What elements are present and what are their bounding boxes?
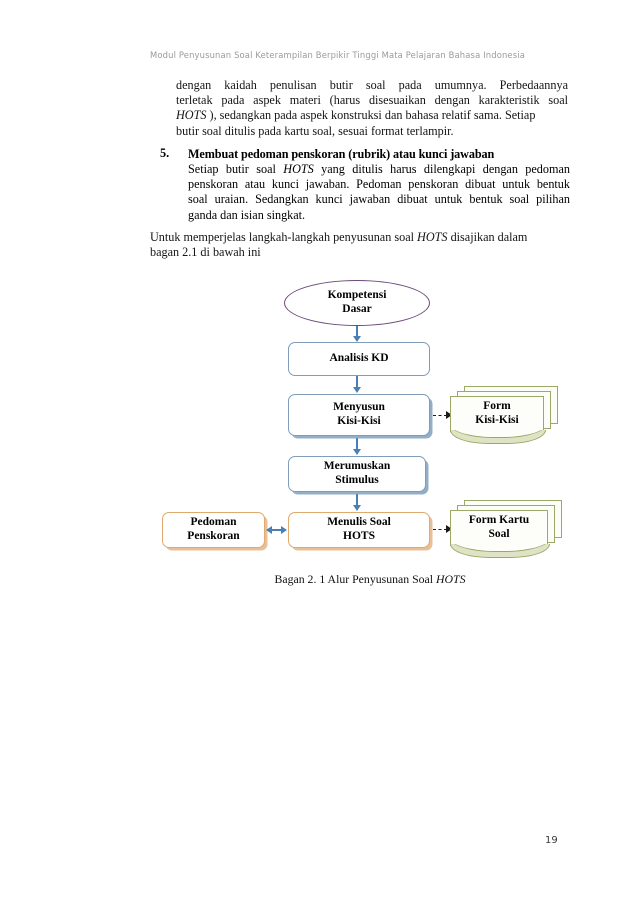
flow-node-label: Menyusun Kisi-Kisi <box>333 401 385 428</box>
paragraph-line-text: yang ditulis harus dilengkapi dengan ped… <box>313 162 570 176</box>
emphasis-hots: HOTS <box>436 572 466 586</box>
connector-line <box>271 529 283 531</box>
flow-node-label: Form Kartu Soal <box>469 514 529 541</box>
connector-line-dashed <box>433 529 447 530</box>
flow-node-label: Pedoman Penskoran <box>187 516 239 543</box>
paragraph-line: HOTS ), sedangkan pada aspek konstruksi … <box>176 108 568 123</box>
flow-node-label: Merumuskan Stimulus <box>324 460 390 487</box>
flow-node-menulis-soal-hots: Menulis Soal HOTS <box>288 512 430 548</box>
paragraph-line: penskoran atau kunci jawaban. Pedoman pe… <box>188 177 570 192</box>
flow-node-kompetensi-dasar: Kompetensi Dasar <box>284 280 430 326</box>
arrow-head-left-icon <box>266 525 272 534</box>
list-item-5: 5. Membuat pedoman penskoran (rubrik) at… <box>160 146 570 223</box>
flow-node-label-line2: Stimulus <box>335 474 379 486</box>
arrow-head-down-icon <box>352 505 361 511</box>
flow-node-menyusun-kisi-kisi: Menyusun Kisi-Kisi <box>288 394 430 436</box>
running-header: Modul Penyusunan Soal Keterampilan Berpi… <box>150 50 526 60</box>
flow-node-label-line2: Soal <box>488 528 510 540</box>
paragraph-intro-diagram: Untuk memperjelas langkah-langkah penyus… <box>150 230 570 260</box>
flow-node-label-line1: Pedoman <box>190 516 237 529</box>
flow-node-merumuskan-stimulus: Merumuskan Stimulus <box>288 456 426 492</box>
list-item-body: Membuat pedoman penskoran (rubrik) atau … <box>188 146 570 223</box>
flow-node-label-line1: Menyusun <box>333 401 385 414</box>
flow-node-form-kisi-kisi: Form Kisi-Kisi <box>450 386 560 444</box>
paragraph-line-text: disajikan dalam <box>447 230 528 244</box>
flow-node-label-line1: Menulis Soal <box>327 516 391 529</box>
flow-node-form-kartu-soal: Form Kartu Soal <box>450 500 565 558</box>
arrow-head-down-icon <box>352 336 361 342</box>
flow-node-label: Kompetensi Dasar <box>328 289 387 316</box>
flow-node-label-line2: Dasar <box>342 303 372 315</box>
flow-node-label: Analisis KD <box>329 352 389 365</box>
arrow-head-down-icon <box>352 449 361 455</box>
connector-line <box>356 438 358 452</box>
flow-node-label-line1: Form Kartu <box>468 514 530 527</box>
flow-node-label-line2: HOTS <box>343 530 375 542</box>
paragraph-line-text: Untuk memperjelas langkah-langkah penyus… <box>150 230 418 244</box>
document-wavy-edge <box>450 430 546 444</box>
page-number: 19 <box>545 835 558 846</box>
connector-line-dashed <box>433 415 447 416</box>
paragraph-line: bagan 2.1 di bawah ini <box>150 245 261 260</box>
paragraph-line: Setiap butir soal HOTS yang ditulis haru… <box>188 162 570 177</box>
document-sheet-front: Form Kartu Soal <box>450 510 548 546</box>
figure-caption: Bagan 2. 1 Alur Penyusunan Soal HOTS <box>150 572 590 587</box>
arrow-head-right-icon <box>281 525 287 534</box>
arrow-head-right-icon <box>446 524 452 533</box>
paragraph-line: ganda dan isian singkat. <box>188 207 306 222</box>
flow-node-pedoman-penskoran: Pedoman Penskoran <box>162 512 265 548</box>
paragraph-line-text: Setiap butir soal <box>188 162 284 176</box>
figure-caption-prefix: Bagan 2. 1 Alur Penyusunan Soal <box>274 572 437 586</box>
document-sheet-front: Form Kisi-Kisi <box>450 396 544 432</box>
paragraph-line: Untuk memperjelas langkah-langkah penyus… <box>150 230 570 245</box>
flow-node-label-line1: Form <box>483 400 511 413</box>
paragraph-line-text: ), sedangkan pada aspek konstruksi dan b… <box>206 108 536 123</box>
paragraph-line: soal uraian. Sedangkan kunci jawaban dib… <box>188 192 570 207</box>
arrow-head-right-icon <box>446 410 452 419</box>
paragraph-continuation: dengan kaidah penulisan butir soal pada … <box>176 78 568 139</box>
flow-node-label-line2: Kisi-Kisi <box>475 414 519 426</box>
flow-node-label-line1: Kompetensi <box>327 289 387 302</box>
emphasis-hots: HOTS <box>417 230 448 244</box>
list-item-text: Setiap butir soal HOTS yang ditulis haru… <box>188 162 570 223</box>
paragraph-line: butir soal ditulis pada kartu soal, sesu… <box>176 123 454 138</box>
emphasis-hots: HOTS <box>176 108 207 123</box>
document-wavy-edge <box>450 544 550 558</box>
flowchart-alur-penyusunan-soal-hots: Kompetensi Dasar Analisis KD Menyusun Ki… <box>150 272 590 582</box>
list-item-title: Membuat pedoman penskoran (rubrik) atau … <box>188 147 495 161</box>
connector-line <box>356 326 358 338</box>
flow-node-analisis-kd: Analisis KD <box>288 342 430 376</box>
connector-line <box>356 376 358 390</box>
paragraph-line: terletak pada aspek materi (harus disesu… <box>176 93 568 108</box>
paragraph-line: dengan kaidah penulisan butir soal pada … <box>176 78 568 92</box>
flow-node-label-line2: Kisi-Kisi <box>337 415 381 427</box>
arrow-head-down-icon <box>352 387 361 393</box>
flow-node-label-line2: Penskoran <box>187 530 240 542</box>
connector-line <box>356 494 358 508</box>
list-item-number: 5. <box>160 146 170 160</box>
flow-node-label-line1: Merumuskan <box>323 460 391 473</box>
flow-node-label: Menulis Soal HOTS <box>327 516 391 543</box>
emphasis-hots: HOTS <box>283 162 314 176</box>
flow-node-label: Form Kisi-Kisi <box>475 400 518 427</box>
